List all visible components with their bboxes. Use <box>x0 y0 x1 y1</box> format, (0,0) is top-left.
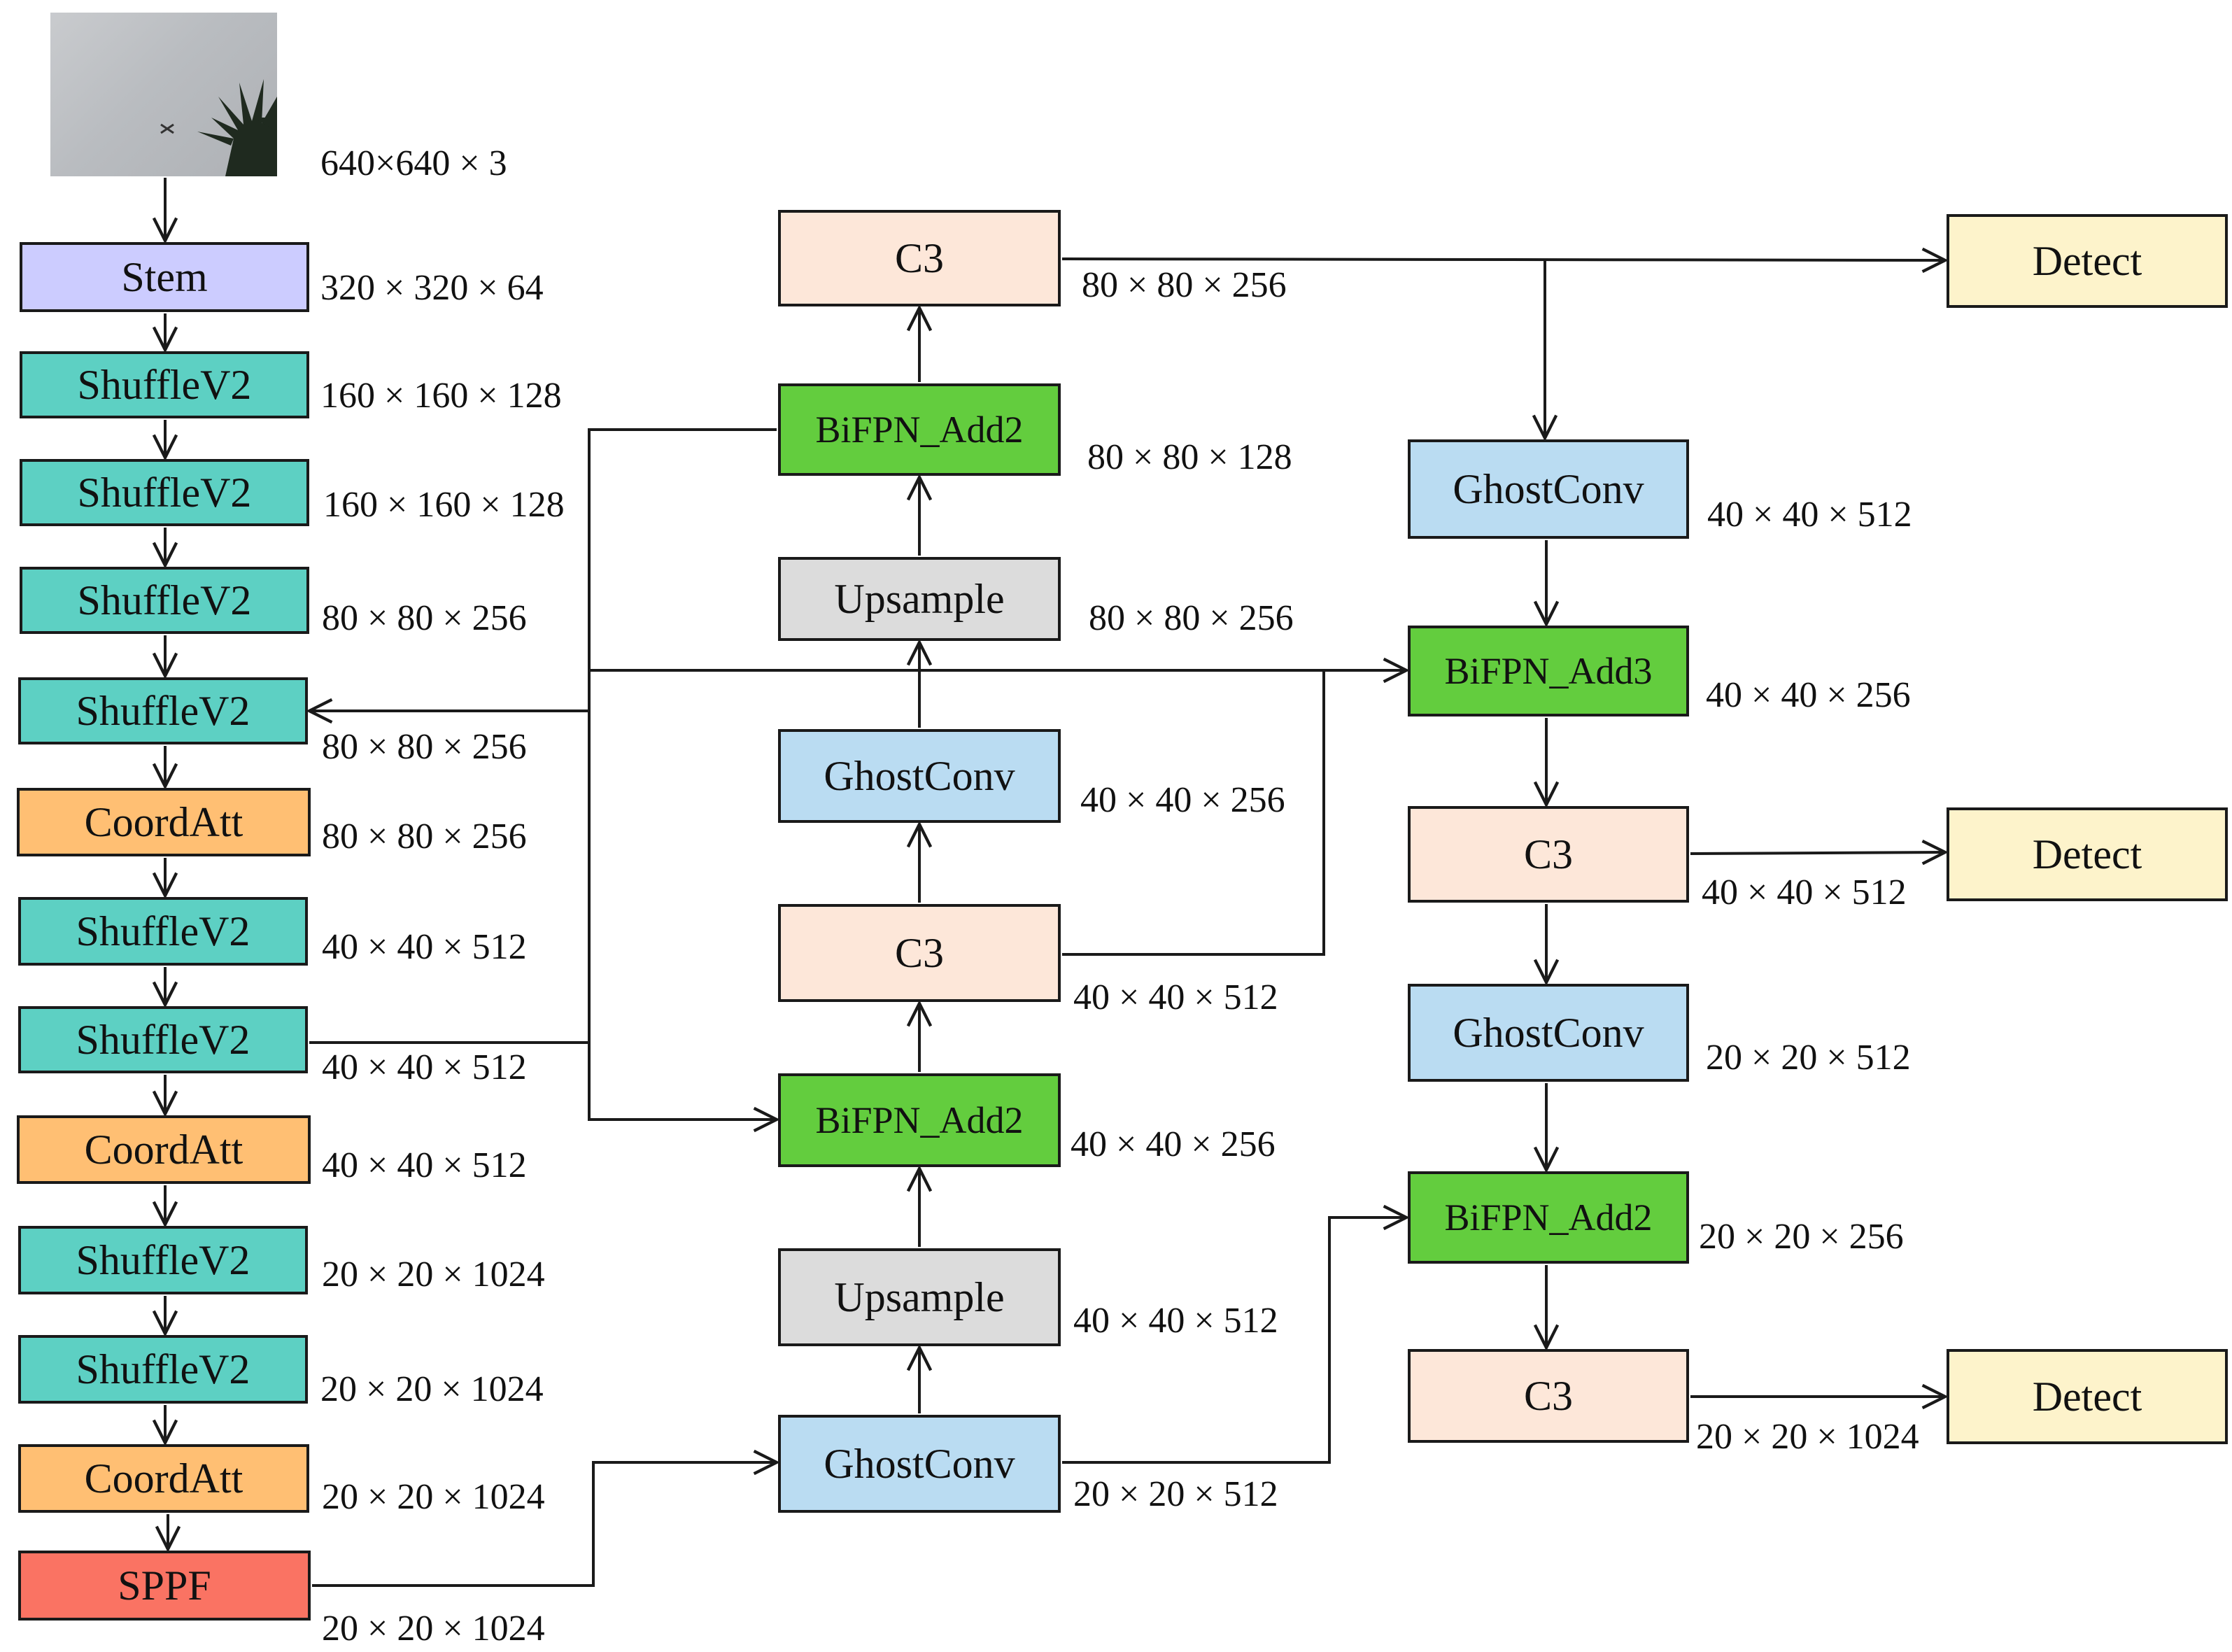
input-image <box>50 13 277 176</box>
plain-line-group <box>588 430 1325 1043</box>
edge-c3mid-bus <box>1062 670 1325 956</box>
coordatt-dim-3: 20 × 20 × 1024 <box>322 1477 545 1517</box>
bifpn-add3-node: BiFPN_Add3 <box>1408 626 1689 716</box>
edge-bifpn-shuffle <box>309 428 777 711</box>
coordatt-dim-1: 80 × 80 × 256 <box>322 817 527 856</box>
upsample-dim-top: 80 × 80 × 256 <box>1089 598 1294 638</box>
ghostconv-dim-bottom: 20 × 20 × 512 <box>1073 1474 1278 1514</box>
ghostconv-node-mid: GhostConv <box>778 729 1061 823</box>
c3-dim-head-1: 40 × 40 × 512 <box>1702 873 1907 912</box>
shufflev2-dim-8: 20 × 20 × 1024 <box>320 1369 544 1409</box>
coordatt-node-2: CoordAtt <box>17 1115 311 1184</box>
c3-node-head-2: C3 <box>1408 1349 1689 1443</box>
coordatt-dim-2: 40 × 40 × 512 <box>322 1145 527 1185</box>
edge-c3top-detect <box>1061 259 1945 260</box>
c3-node-top: C3 <box>778 210 1061 306</box>
c3-dim-mid: 40 × 40 × 512 <box>1073 977 1278 1017</box>
shufflev2-node-8: ShuffleV2 <box>18 1335 308 1404</box>
coordatt-node-3: CoordAtt <box>18 1444 309 1513</box>
upsample-node-top: Upsample <box>778 557 1061 641</box>
bifpn-add2-dim-mid: 40 × 40 × 256 <box>1071 1124 1276 1164</box>
shufflev2-node-2: ShuffleV2 <box>20 459 309 526</box>
shufflev2-node-4: ShuffleV2 <box>18 677 308 744</box>
shufflev2-node-5: ShuffleV2 <box>18 897 308 966</box>
ghostconv-dim-mid: 40 × 40 × 256 <box>1080 780 1285 820</box>
shufflev2-dim-7: 20 × 20 × 1024 <box>322 1255 545 1294</box>
shufflev2-node-6: ShuffleV2 <box>18 1006 308 1073</box>
sppf-node: SPPF <box>18 1551 311 1621</box>
detect-node-3: Detect <box>1947 1349 2228 1444</box>
shufflev2-dim-1: 160 × 160 × 128 <box>320 376 562 416</box>
bifpn-add2-node-top: BiFPN_Add2 <box>778 383 1061 476</box>
c3-dim-top: 80 × 80 × 256 <box>1082 265 1287 305</box>
shufflev2-dim-2: 160 × 160 × 128 <box>323 485 565 525</box>
edge-sppf-gc <box>312 1462 777 1587</box>
bifpn-add2-node-mid: BiFPN_Add2 <box>778 1073 1061 1167</box>
bifpn-add2-dim-head: 20 × 20 × 256 <box>1699 1217 1904 1257</box>
bifpn-add2-node-head: BiFPN_Add2 <box>1408 1171 1689 1264</box>
shufflev2-node-3: ShuffleV2 <box>20 567 309 634</box>
shufflev2-dim-5: 40 × 40 × 512 <box>322 927 527 967</box>
shufflev2-node-1: ShuffleV2 <box>20 351 309 418</box>
c3-node-mid: C3 <box>778 904 1061 1002</box>
shufflev2-dim-4: 80 × 80 × 256 <box>322 727 527 767</box>
detect-node-1: Detect <box>1947 214 2228 308</box>
shufflev2-node-7: ShuffleV2 <box>18 1226 308 1294</box>
sppf-dim: 20 × 20 × 1024 <box>322 1609 545 1649</box>
c3-dim-head-2: 20 × 20 × 1024 <box>1696 1417 1919 1457</box>
upsample-node-bottom: Upsample <box>778 1248 1061 1346</box>
ghostconv-dim-head-2: 20 × 20 × 512 <box>1706 1038 1911 1078</box>
stem-node: Stem <box>20 242 309 312</box>
edge-c3h1-detect <box>1690 852 1945 854</box>
input-image-drawing <box>160 79 277 176</box>
arrow-group <box>165 178 1945 1587</box>
bifpn-add2-dim-top: 80 × 80 × 128 <box>1087 437 1292 477</box>
coordatt-node-1: CoordAtt <box>17 788 311 856</box>
palm-tree-icon <box>197 79 277 176</box>
shufflev2-dim-6: 40 × 40 × 512 <box>322 1047 527 1087</box>
ghostconv-node-bottom: GhostConv <box>778 1415 1061 1513</box>
ghostconv-node-head-1: GhostConv <box>1408 439 1689 539</box>
bifpn-add3-dim: 40 × 40 × 256 <box>1706 675 1911 715</box>
c3-node-head-1: C3 <box>1408 806 1689 903</box>
edge-shuffle-bifpn-mid <box>309 1041 777 1120</box>
upsample-dim-bottom: 40 × 40 × 512 <box>1073 1301 1278 1341</box>
drone-icon <box>160 123 174 134</box>
shufflev2-dim-3: 80 × 80 × 256 <box>322 598 527 638</box>
stem-dim: 320 × 320 × 64 <box>320 268 544 308</box>
ghostconv-node-head-2: GhostConv <box>1408 984 1689 1082</box>
detect-node-2: Detect <box>1947 807 2228 901</box>
edge-gc-bottom-add2 <box>1062 1217 1406 1464</box>
input-dim: 640×640 × 3 <box>320 143 507 183</box>
ghostconv-dim-head-1: 40 × 40 × 512 <box>1707 495 1912 535</box>
